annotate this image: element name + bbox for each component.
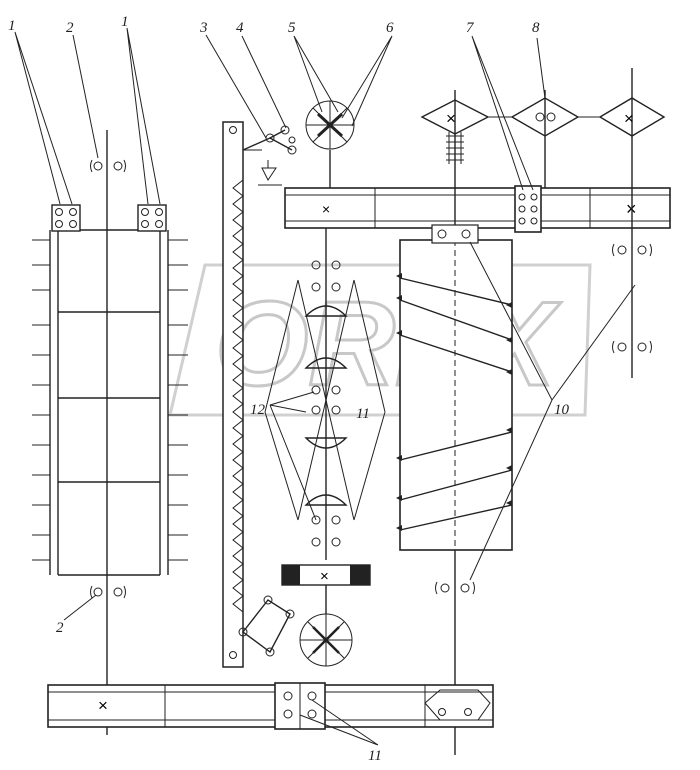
- bottom-horizontal-beam: ×: [47, 682, 494, 730]
- callout-1-left: 1: [8, 18, 16, 34]
- left-shaker-frame: [32, 204, 188, 576]
- right-bearings: [435, 243, 652, 595]
- callout-1-right: 1: [121, 14, 129, 30]
- central-cam-column: [264, 228, 386, 560]
- callout-8: 8: [532, 20, 540, 36]
- svg-text:×: ×: [446, 109, 456, 128]
- callout-6: 6: [386, 20, 394, 36]
- toothed-rack: [222, 121, 262, 668]
- svg-text:×: ×: [320, 568, 329, 585]
- callout-11-middle: 11: [356, 406, 370, 422]
- callout-labels: 1 1 2 2 3 4 5 6 7 8 10 11 11 12: [8, 14, 570, 764]
- callout-3: 3: [199, 20, 208, 36]
- callout-4: 4: [236, 20, 244, 36]
- callout-12: 12: [250, 402, 266, 418]
- callout-10: 10: [554, 402, 570, 418]
- upper-link-mechanism: [242, 100, 355, 190]
- callout-2-bottom: 2: [56, 620, 64, 636]
- callout-2-top: 2: [66, 20, 74, 36]
- svg-text:×: ×: [626, 199, 637, 219]
- lower-mechanism: ×: [238, 564, 371, 667]
- left-shaft-bearing-top: [90, 159, 126, 173]
- spiral-drum: [396, 224, 513, 551]
- top-horizontal-beam: × ×: [284, 185, 671, 233]
- callout-11-bottom: 11: [368, 748, 382, 764]
- left-shaft-bearing-bottom: [90, 585, 126, 599]
- svg-text:×: ×: [98, 696, 108, 715]
- leader-lines: [14, 27, 636, 746]
- svg-text:×: ×: [624, 109, 634, 128]
- callout-7: 7: [466, 20, 475, 36]
- svg-text:×: ×: [322, 201, 330, 217]
- callout-5: 5: [288, 20, 296, 36]
